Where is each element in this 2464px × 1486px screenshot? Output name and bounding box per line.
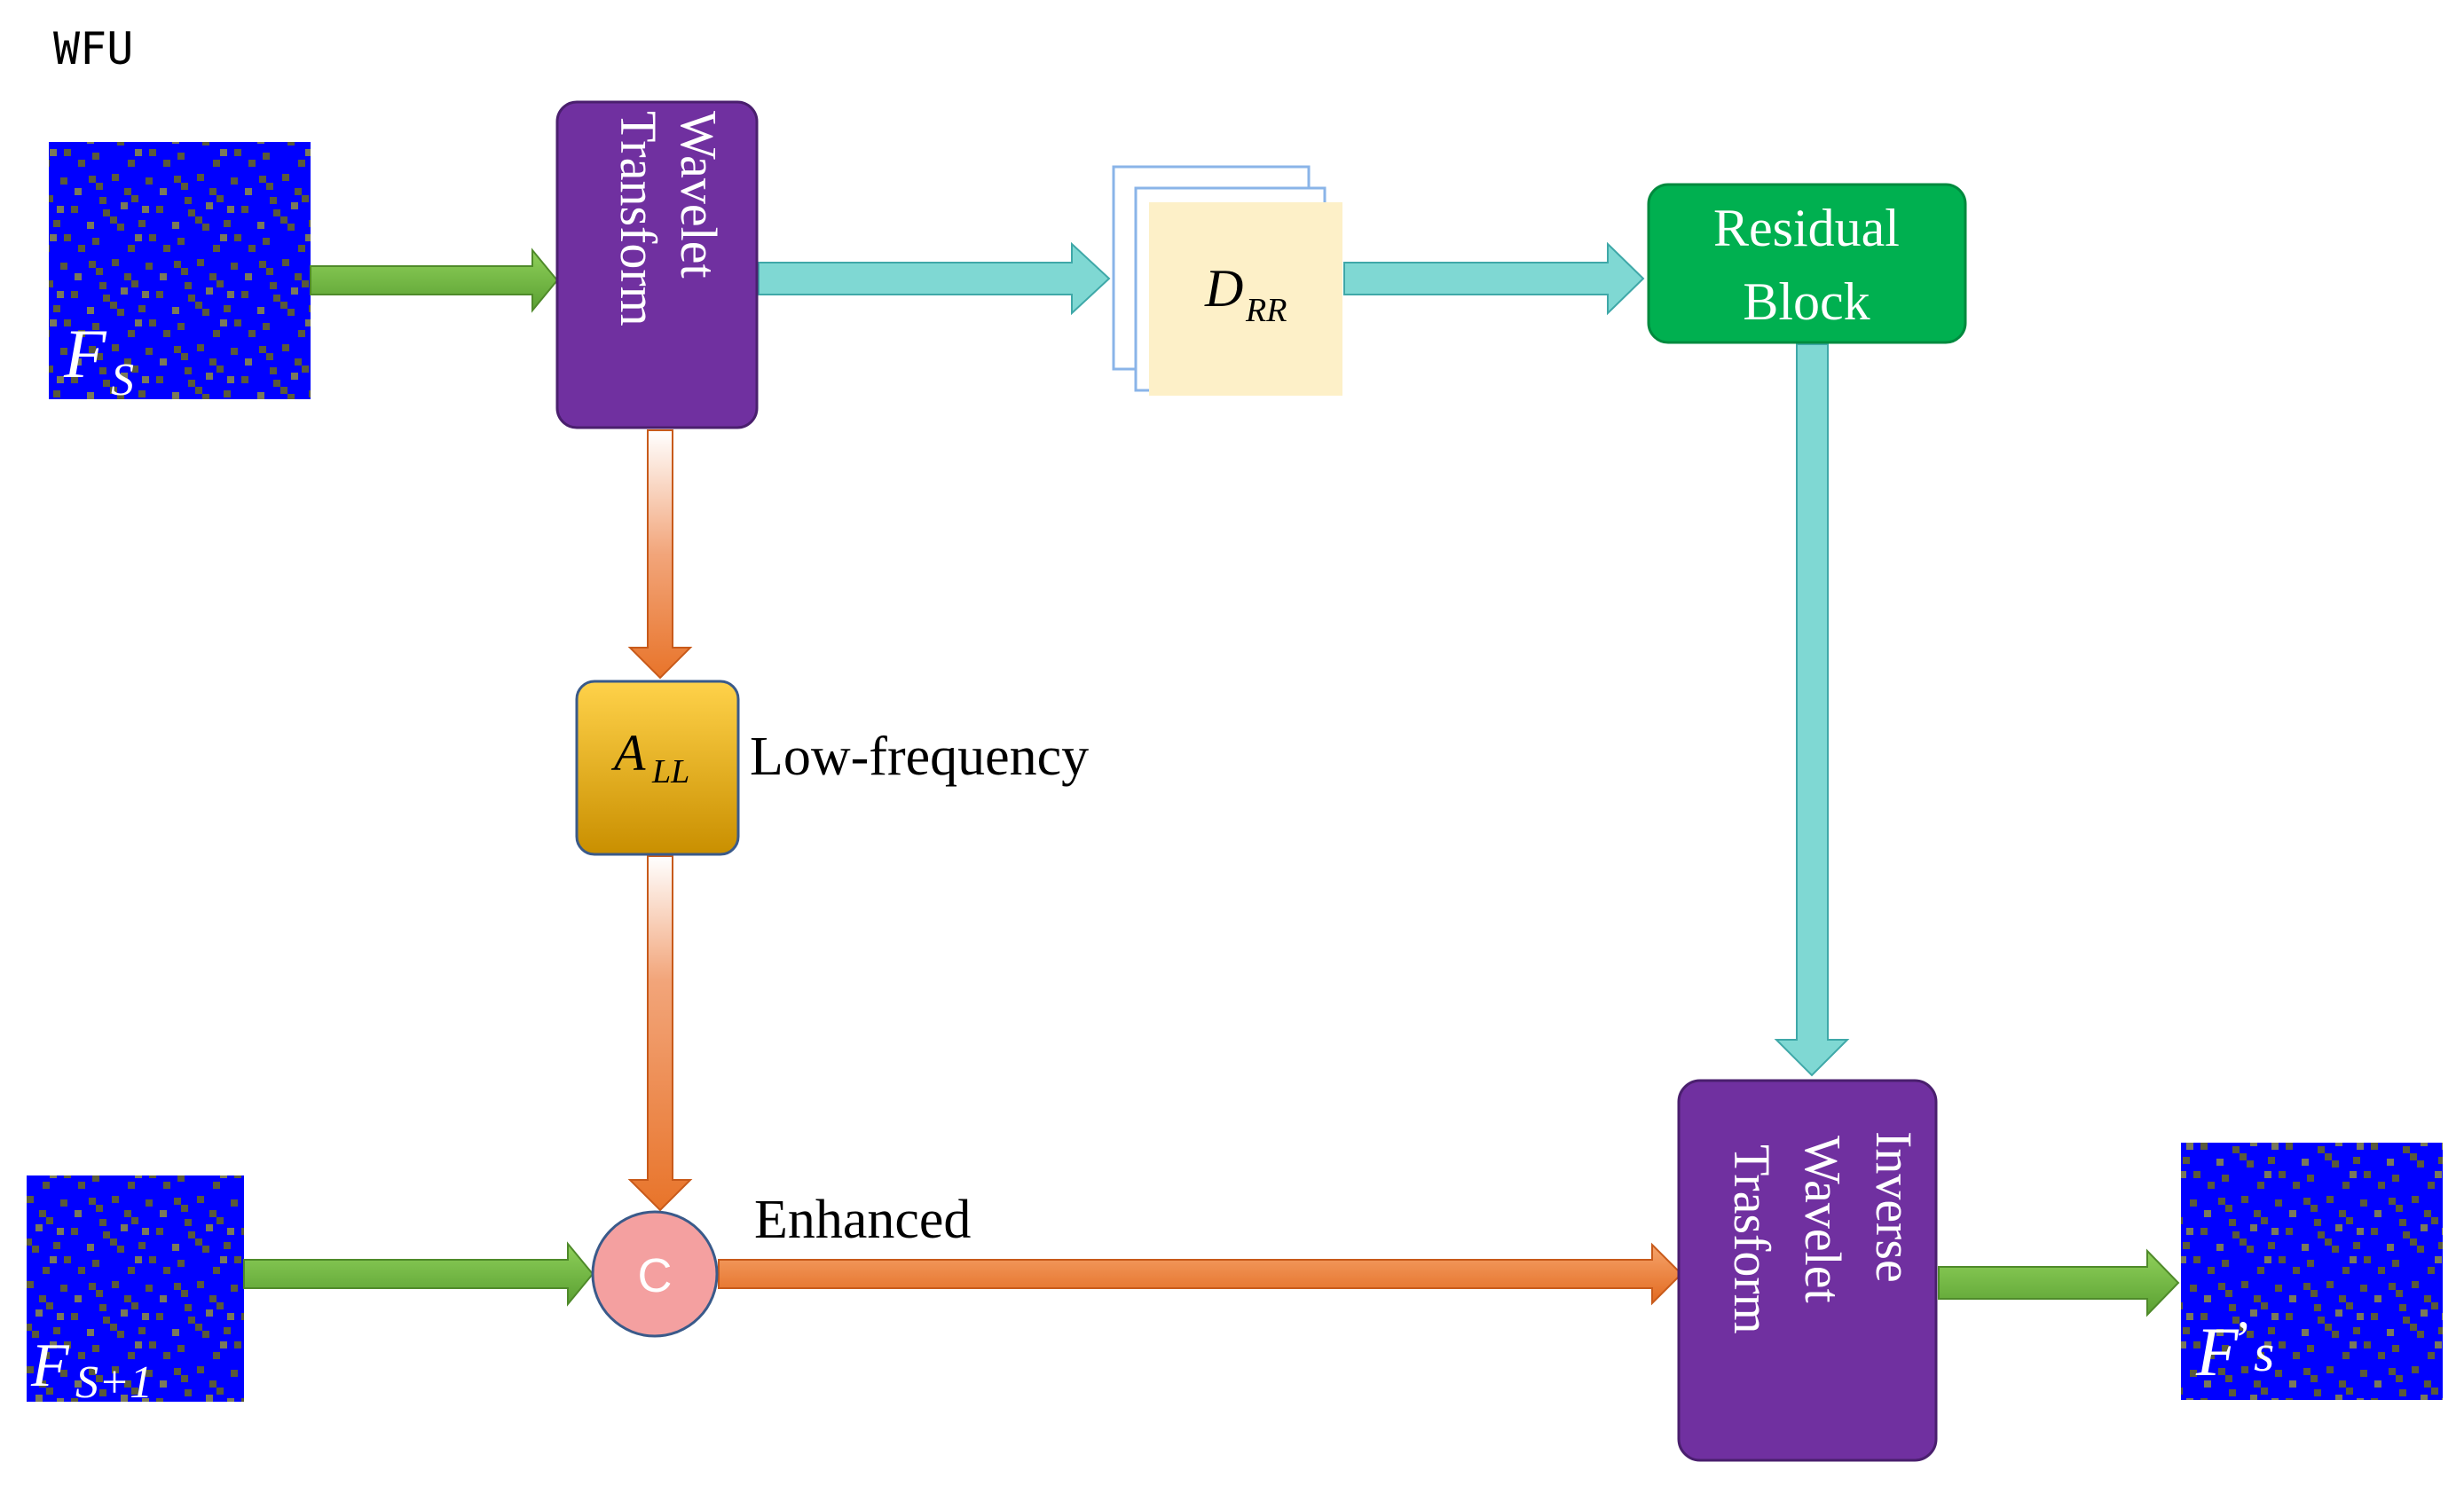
feature-map-fs1: F S+1 — [27, 1175, 244, 1408]
wavelet-line2: Transform — [610, 111, 667, 326]
drr-stack: D RR — [1112, 165, 1342, 396]
feature-map-fs-out: F ’ s — [2181, 1143, 2443, 1400]
all-base: A — [610, 724, 646, 782]
inverse-line3: Trasform — [1723, 1144, 1781, 1334]
fs-base: F — [63, 315, 107, 392]
residual-line2: Block — [1743, 272, 1870, 331]
enhanced-label: Enhanced — [754, 1190, 971, 1250]
diagram-title: WFU — [53, 23, 133, 75]
fsout-tail: s — [2254, 1324, 2274, 1382]
inverse-line2: Wavelet — [1794, 1136, 1852, 1303]
fs1-base: F — [30, 1332, 70, 1400]
arrow-fs-to-wavelet — [310, 248, 559, 313]
concat-node: C — [591, 1210, 719, 1338]
arrow-all-to-concat — [627, 855, 693, 1212]
arrow-drr-to-residual — [1343, 241, 1645, 316]
feature-map-fs: F S — [49, 142, 311, 405]
all-block: A LL — [575, 680, 740, 856]
arrow-concat-to-inverse — [718, 1242, 1683, 1306]
arrow-inverse-to-fsout — [1938, 1248, 2180, 1317]
arrow-wavelet-to-all — [627, 429, 693, 680]
arrow-fs1-to-concat — [243, 1241, 594, 1307]
drr-sub: RR — [1245, 292, 1287, 329]
all-sub: LL — [651, 753, 689, 790]
wavelet-transform-block: Wavelet Transform — [555, 100, 759, 429]
residual-block: Residual Block — [1647, 183, 1967, 344]
wavelet-line1: Wavelet — [670, 111, 728, 279]
fsout-base: F — [2195, 1313, 2240, 1390]
fsout-prime: ’ — [2234, 1310, 2252, 1369]
low-frequency-label: Low-frequency — [750, 727, 1089, 787]
fs1-sub: S+1 — [75, 1357, 153, 1408]
residual-line1: Residual — [1713, 199, 1900, 257]
inverse-wavelet-block: Inverse Wavelet Trasform — [1677, 1079, 1938, 1462]
arrow-wavelet-to-drr — [758, 241, 1111, 316]
concat-label: C — [638, 1249, 673, 1302]
arrow-residual-to-inverse — [1774, 343, 1850, 1077]
fs-sub: S — [111, 355, 134, 405]
drr-base: D — [1204, 259, 1243, 318]
inverse-line1: Inverse — [1865, 1131, 1923, 1283]
